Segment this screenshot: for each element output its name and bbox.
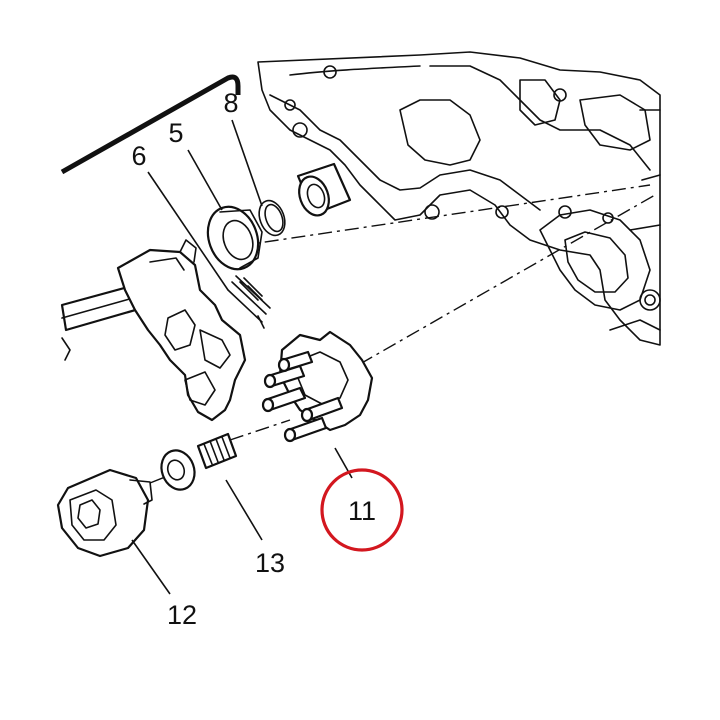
callout-11: 11	[348, 496, 376, 526]
cover-edge	[60, 74, 241, 175]
return-spring	[227, 275, 271, 329]
engine-casing	[257, 51, 661, 346]
callout-6: 6	[131, 141, 146, 171]
circlip-part-8	[258, 199, 286, 237]
assembly-axes	[149, 184, 656, 484]
bushing-part-5	[206, 205, 263, 271]
screw-part-13	[160, 432, 238, 491]
drum-end-part-12	[56, 468, 153, 558]
callout-13: 13	[255, 548, 285, 578]
callout-5: 5	[168, 118, 183, 148]
sleeve	[296, 162, 352, 217]
shift-lever	[116, 239, 247, 422]
callout-8: 8	[223, 88, 238, 118]
highlight-ring	[320, 468, 404, 552]
callout-12: 12	[167, 600, 197, 630]
leader-lines	[131, 119, 353, 595]
selector-star-part-11	[261, 330, 374, 443]
